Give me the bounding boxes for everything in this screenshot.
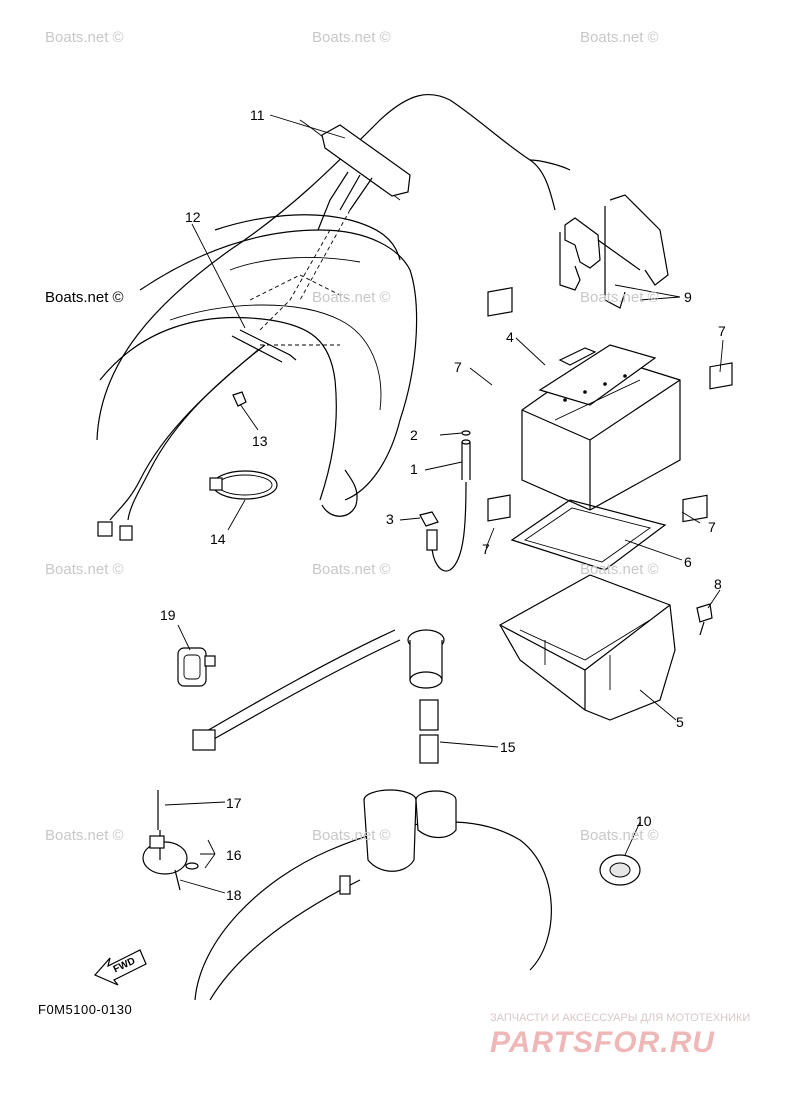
callout-7a: 7: [454, 359, 462, 375]
callout-2: 2: [410, 427, 418, 443]
fwd-arrow: [94, 949, 147, 986]
callout-11: 11: [250, 107, 265, 123]
diagram-code: F0M5100-0130: [38, 1002, 133, 1017]
callout-13: 13: [252, 433, 268, 449]
callout-7c: 7: [708, 519, 716, 535]
part-7-labels: [487, 287, 733, 523]
watermark-9: Boats.net ©: [580, 561, 659, 578]
hull-outline: [96, 94, 571, 517]
part-16-18-clamp: [142, 790, 199, 891]
callout-3: 3: [386, 511, 394, 527]
callout-18: 18: [226, 887, 242, 903]
callout-14: 14: [210, 531, 226, 547]
watermark-10: Boats.net ©: [45, 827, 124, 844]
watermark-6: Boats.net ©: [580, 289, 659, 306]
part-12-cable: [97, 329, 297, 541]
fuel-tank: [194, 789, 552, 1001]
part-11-plate: [259, 124, 411, 331]
watermark-12: Boats.net ©: [580, 827, 659, 844]
part-13-clip: [232, 391, 247, 407]
callout-6: 6: [684, 554, 692, 570]
callout-8: 8: [714, 576, 722, 592]
callout-19: 19: [160, 607, 176, 623]
part-9-bands: [559, 194, 669, 309]
callout-10: 10: [636, 813, 652, 829]
brand-logo: PARTSFOR.RU: [490, 1026, 715, 1059]
watermark-7: Boats.net ©: [45, 561, 124, 578]
callout-7d: 7: [482, 541, 490, 557]
part-15-socket: [192, 629, 445, 764]
callout-9: 9: [684, 289, 692, 305]
callout-12: 12: [185, 209, 201, 225]
part-14-tieband: [209, 470, 278, 500]
part-6-mat: [510, 499, 667, 571]
brand-tagline: ЗАПЧАСТИ И АКСЕССУАРЫ ДЛЯ МОТОТЕХНИКИ: [490, 1012, 751, 1024]
watermark-11: Boats.net ©: [312, 827, 391, 844]
callout-7b: 7: [718, 323, 726, 339]
watermark-4: Boats.net ©: [45, 289, 124, 306]
watermark-5: Boats.net ©: [312, 289, 391, 306]
callout-5: 5: [676, 714, 684, 730]
watermark-8: Boats.net ©: [312, 561, 391, 578]
watermark-3: Boats.net ©: [580, 29, 659, 46]
part-4-battery: [521, 344, 681, 511]
part-10-grommet: [599, 854, 641, 886]
callout-1: 1: [410, 461, 418, 477]
watermark-1: Boats.net ©: [45, 29, 124, 46]
callout-16: 16: [226, 847, 242, 863]
part-19-cap: [177, 647, 216, 687]
watermark-2: Boats.net ©: [312, 29, 391, 46]
part-8-bolt: [696, 603, 713, 636]
callout-4: 4: [506, 329, 514, 345]
part-5-box: [499, 574, 676, 721]
callout-17: 17: [226, 795, 242, 811]
leader-lines: [164, 114, 724, 894]
part-1-tube: [419, 430, 471, 572]
callout-15: 15: [500, 739, 516, 755]
